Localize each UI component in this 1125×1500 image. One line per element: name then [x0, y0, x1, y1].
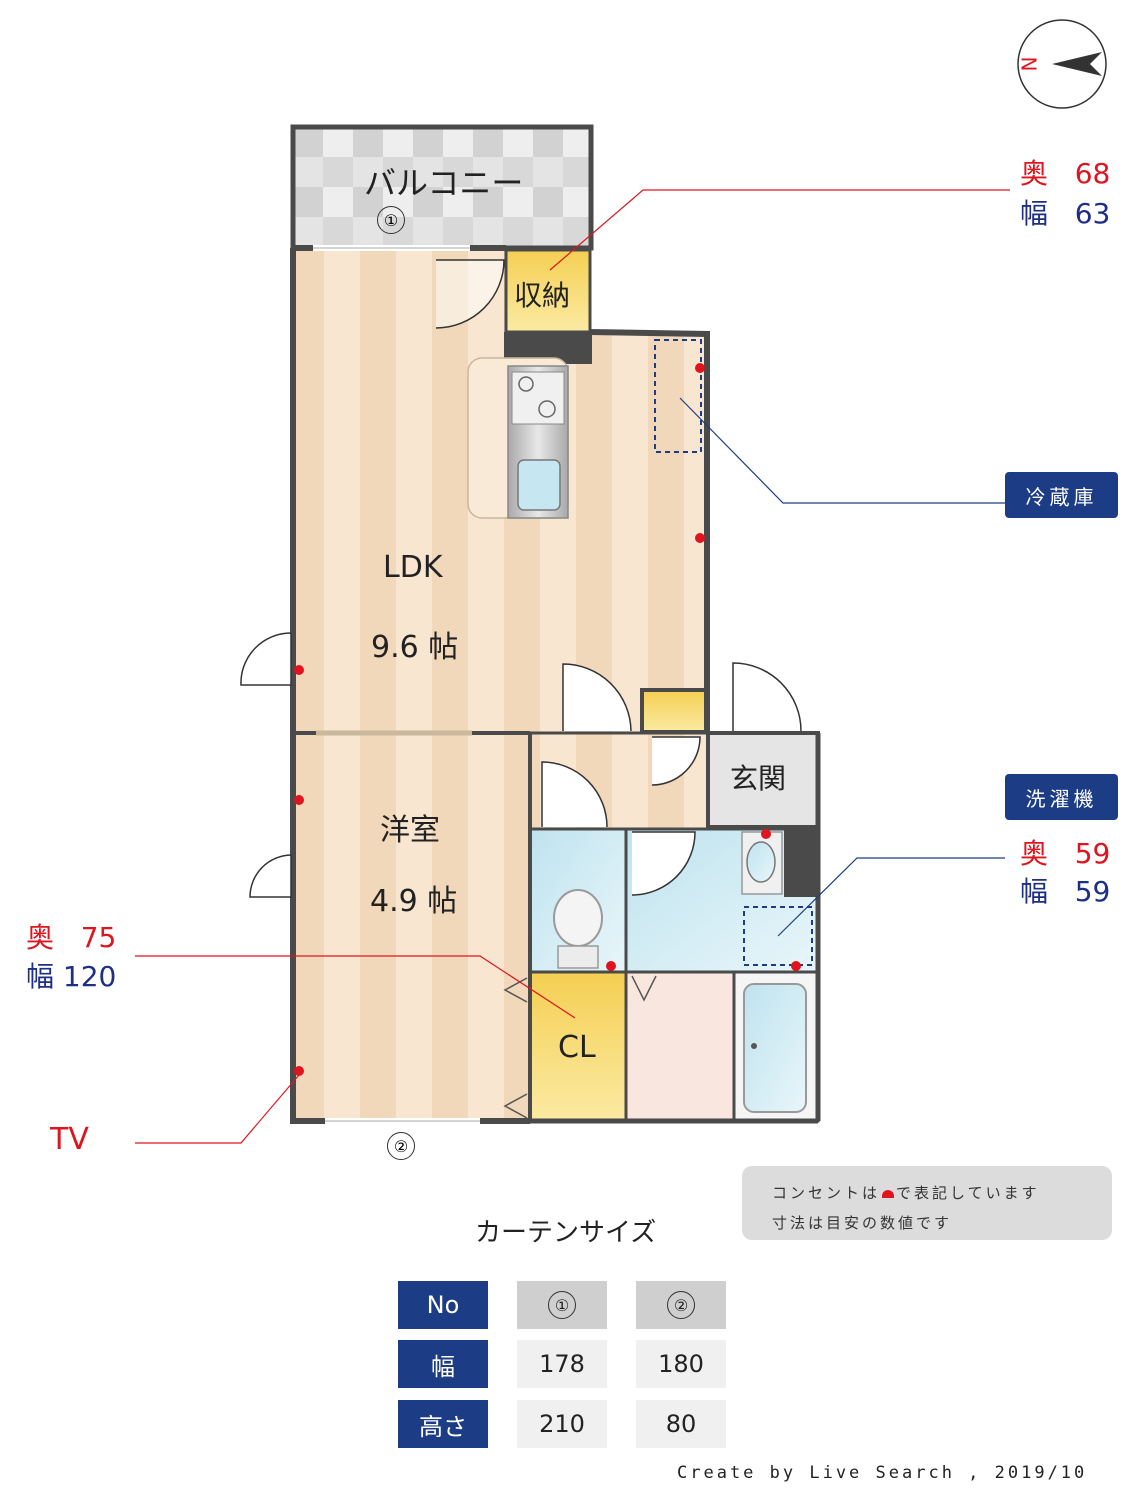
- outlet-marker: [791, 961, 801, 971]
- window-mark-2: ②: [387, 1132, 415, 1160]
- outlet-marker: [294, 795, 304, 805]
- door-swing: [562, 663, 632, 732]
- storage-leader-line: [549, 189, 1010, 271]
- curtain-header-width: 幅: [398, 1340, 488, 1388]
- western-room-size: 4.9 帖: [370, 884, 458, 919]
- window-mark-1: ①: [377, 206, 405, 234]
- outlet-marker: [761, 829, 771, 839]
- shoe-cupboard: [640, 688, 708, 734]
- tv-label: TV: [50, 1122, 89, 1157]
- toilet-bowl: [553, 889, 603, 947]
- washer-depth: 奥 59: [1020, 837, 1111, 870]
- washroom-wall: [784, 829, 818, 897]
- outlet-icon: [882, 1189, 895, 1198]
- balcony-label: バルコニー: [364, 164, 524, 202]
- entrance-floor: [706, 731, 820, 829]
- door-swing: [435, 259, 505, 329]
- compass-letter: N: [1017, 56, 1042, 72]
- washbasin-bowl: [746, 841, 776, 883]
- compass-needle: [1052, 52, 1102, 76]
- folding-door-mark: [631, 975, 657, 1002]
- washer-tag: 洗濯機: [1005, 774, 1118, 820]
- closet-leader-line: [135, 955, 576, 1019]
- outlet-marker: [294, 665, 304, 675]
- storage-label: 収納: [514, 279, 571, 312]
- door-swing: [732, 662, 802, 732]
- bath-drain: [751, 1043, 757, 1049]
- tv-leader-line: [135, 1074, 300, 1144]
- door-swing: [631, 831, 696, 896]
- storage-depth: 奥 68: [1020, 157, 1111, 190]
- curtain-height-1: 210: [517, 1400, 607, 1448]
- fridge-space: [654, 339, 702, 453]
- western-room-floor: [293, 733, 529, 1121]
- closet-depth: 奥 75: [26, 921, 117, 954]
- curtain-title: カーテンサイズ: [475, 1218, 657, 1248]
- curtain-width-1: 178: [517, 1340, 607, 1388]
- closet-label: CL: [558, 1030, 596, 1065]
- fridge-leader-line: [679, 397, 1005, 504]
- curtain-header-no: No: [398, 1281, 488, 1329]
- stove-burner: [538, 400, 556, 418]
- outlet-marker: [294, 1066, 304, 1076]
- dressing-room: [624, 970, 736, 1123]
- toilet-tank: [557, 945, 599, 969]
- credit-text: Create by Live Search , 2019/10: [677, 1463, 1088, 1483]
- bathtub: [743, 983, 807, 1113]
- storage-room: [504, 248, 592, 334]
- door-swing: [541, 761, 608, 828]
- note-box: コンセントはで表記しています 寸法は目安の数値です: [742, 1166, 1112, 1240]
- washer-leader-line: [777, 857, 1005, 937]
- door-swing: [240, 632, 292, 686]
- entrance-label: 玄関: [730, 762, 787, 795]
- curtain-height-2: 80: [636, 1400, 726, 1448]
- western-room-label: 洋室: [380, 813, 440, 848]
- ldk-label: LDK: [383, 550, 443, 585]
- storage-width: 幅 63: [1020, 197, 1111, 230]
- washer-width: 幅 59: [1020, 875, 1111, 908]
- door-swing: [651, 736, 701, 786]
- ldk-size: 9.6 帖: [371, 630, 459, 665]
- curtain-width-2: 180: [636, 1340, 726, 1388]
- note-line-2: 寸法は目安の数値です: [772, 1214, 953, 1232]
- closet-width: 幅 120: [26, 960, 117, 993]
- note-line-1: コンセントはで表記しています: [772, 1184, 1040, 1202]
- kitchen-sink: [517, 459, 561, 511]
- outlet-marker: [695, 533, 705, 543]
- balcony-area: [290, 124, 594, 251]
- outlet-marker: [606, 961, 616, 971]
- curtain-col2-no: ②: [636, 1281, 726, 1329]
- curtain-header-height: 高さ: [398, 1400, 488, 1448]
- stove-burner: [518, 376, 534, 392]
- curtain-col1-no: ①: [517, 1281, 607, 1329]
- fridge-tag: 冷蔵庫: [1005, 472, 1118, 518]
- door-swing: [249, 854, 292, 898]
- outlet-marker: [695, 363, 705, 373]
